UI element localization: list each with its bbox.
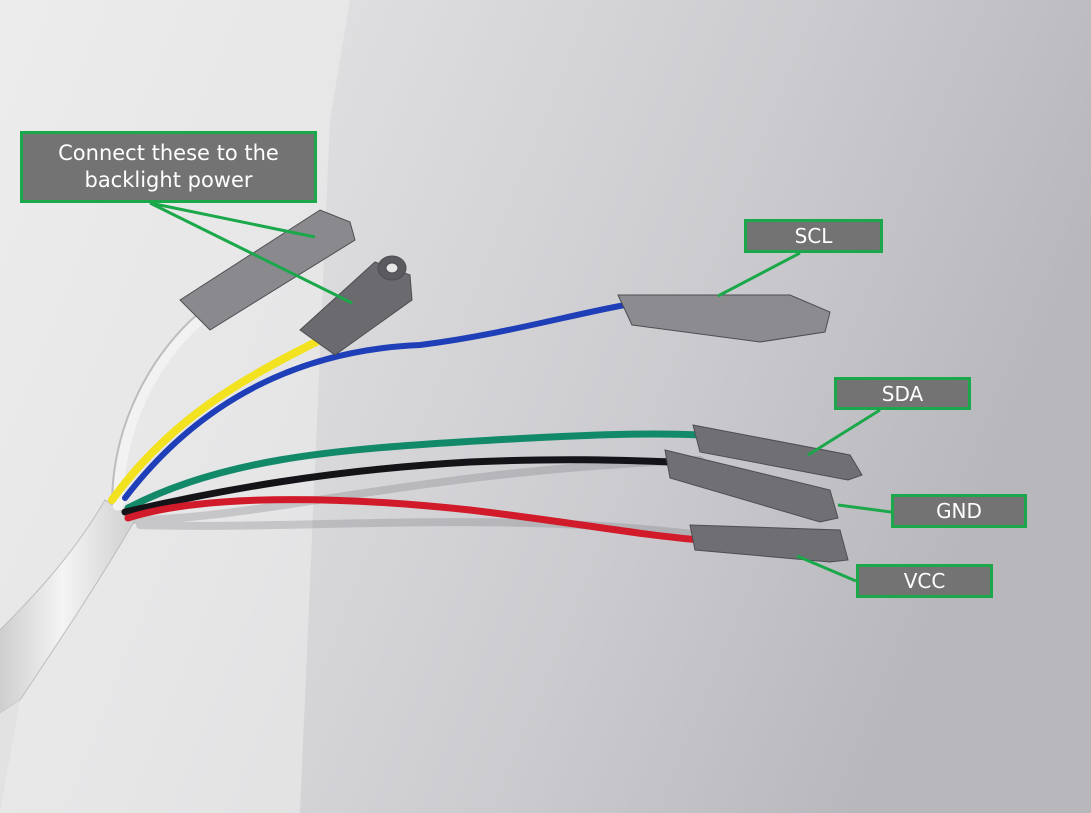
main-cable bbox=[0, 499, 136, 714]
connectors bbox=[179, 209, 863, 563]
blue-wire bbox=[122, 302, 628, 501]
yellow-connector bbox=[299, 261, 413, 356]
red-connector bbox=[689, 524, 849, 563]
leader-backlight-1 bbox=[149, 201, 316, 239]
yellow-wire bbox=[108, 336, 324, 504]
leader-vcc bbox=[796, 554, 857, 583]
black-wire bbox=[121, 456, 674, 516]
callout-gnd: GND bbox=[891, 494, 1027, 528]
green-wire bbox=[124, 430, 704, 512]
callout-sda: SDA bbox=[834, 377, 971, 410]
red-wire bbox=[124, 496, 704, 544]
blue-connector bbox=[617, 294, 831, 343]
paper-edge bbox=[0, 0, 350, 813]
callout-backlight-power: Connect these to the backlight power bbox=[20, 131, 317, 203]
black-connector bbox=[664, 449, 839, 523]
leader-sda bbox=[807, 408, 881, 457]
white-wire bbox=[112, 309, 211, 511]
callout-vcc: VCC bbox=[856, 564, 993, 598]
callout-scl: SCL bbox=[744, 219, 883, 253]
white-connector bbox=[179, 209, 356, 331]
main-cable-lower bbox=[0, 700, 20, 813]
callout-leaders bbox=[149, 201, 892, 583]
white-wire-edge bbox=[111, 311, 201, 506]
leader-gnd bbox=[837, 503, 892, 514]
leader-scl bbox=[717, 251, 801, 298]
leader-backlight-2 bbox=[149, 201, 353, 305]
green-connector bbox=[692, 424, 863, 481]
